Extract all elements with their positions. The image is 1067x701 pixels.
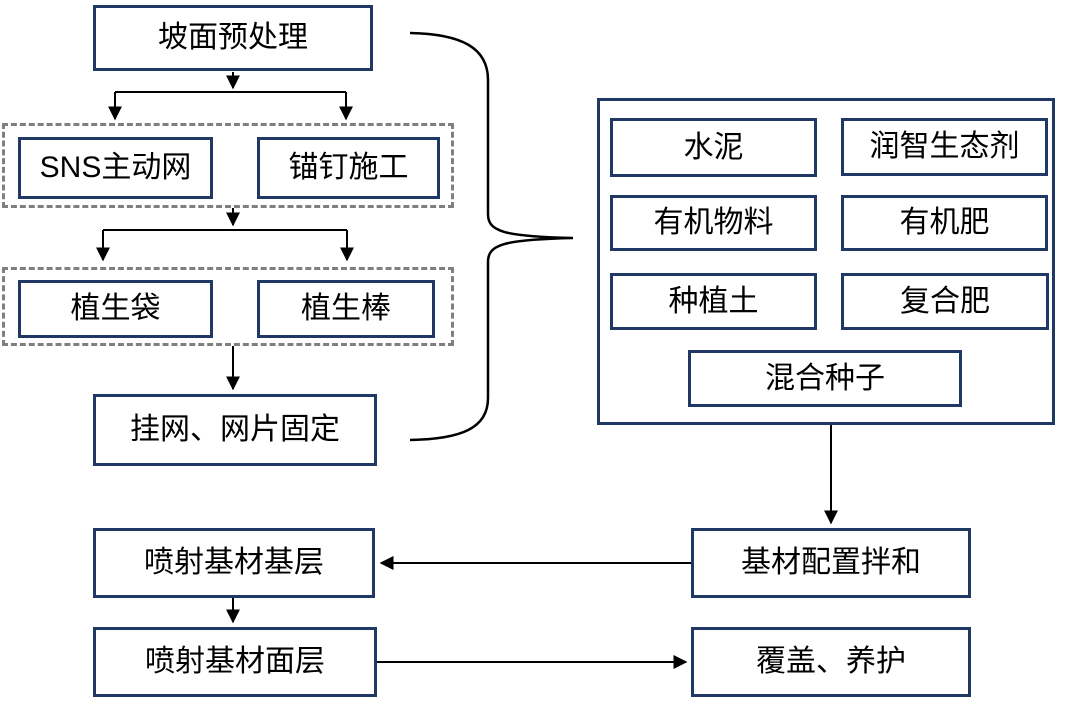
node-mixed-seeds: 混合种子 — [688, 350, 962, 407]
node-slope-pretreatment: 坡面预处理 — [93, 5, 373, 71]
node-vegetation-rod: 植生棒 — [257, 280, 435, 338]
vegetation-group — [2, 267, 454, 346]
net-anchor-group — [2, 123, 454, 208]
node-substrate-mixing: 基材配置拌和 — [691, 528, 971, 598]
node-planting-soil: 种植土 — [610, 273, 817, 330]
node-spray-base-layer: 喷射基材基层 — [93, 528, 375, 598]
node-organic-fertilizer: 有机肥 — [841, 195, 1048, 251]
node-vegetation-bag: 植生袋 — [18, 280, 213, 338]
curly-brace — [409, 31, 574, 442]
node-cement: 水泥 — [610, 118, 817, 177]
node-runzhi-eco-agent: 润智生态剂 — [841, 118, 1048, 176]
node-compound-fertilizer: 复合肥 — [841, 273, 1049, 330]
node-sns-active-net: SNS主动网 — [18, 137, 213, 199]
node-organic-material: 有机物料 — [610, 195, 817, 251]
node-cover-maintenance: 覆盖、养护 — [691, 627, 971, 697]
node-spray-surface-layer: 喷射基材面层 — [93, 627, 377, 697]
node-hang-net-fixing: 挂网、网片固定 — [93, 394, 377, 466]
node-anchor-construction: 锚钉施工 — [257, 137, 440, 199]
